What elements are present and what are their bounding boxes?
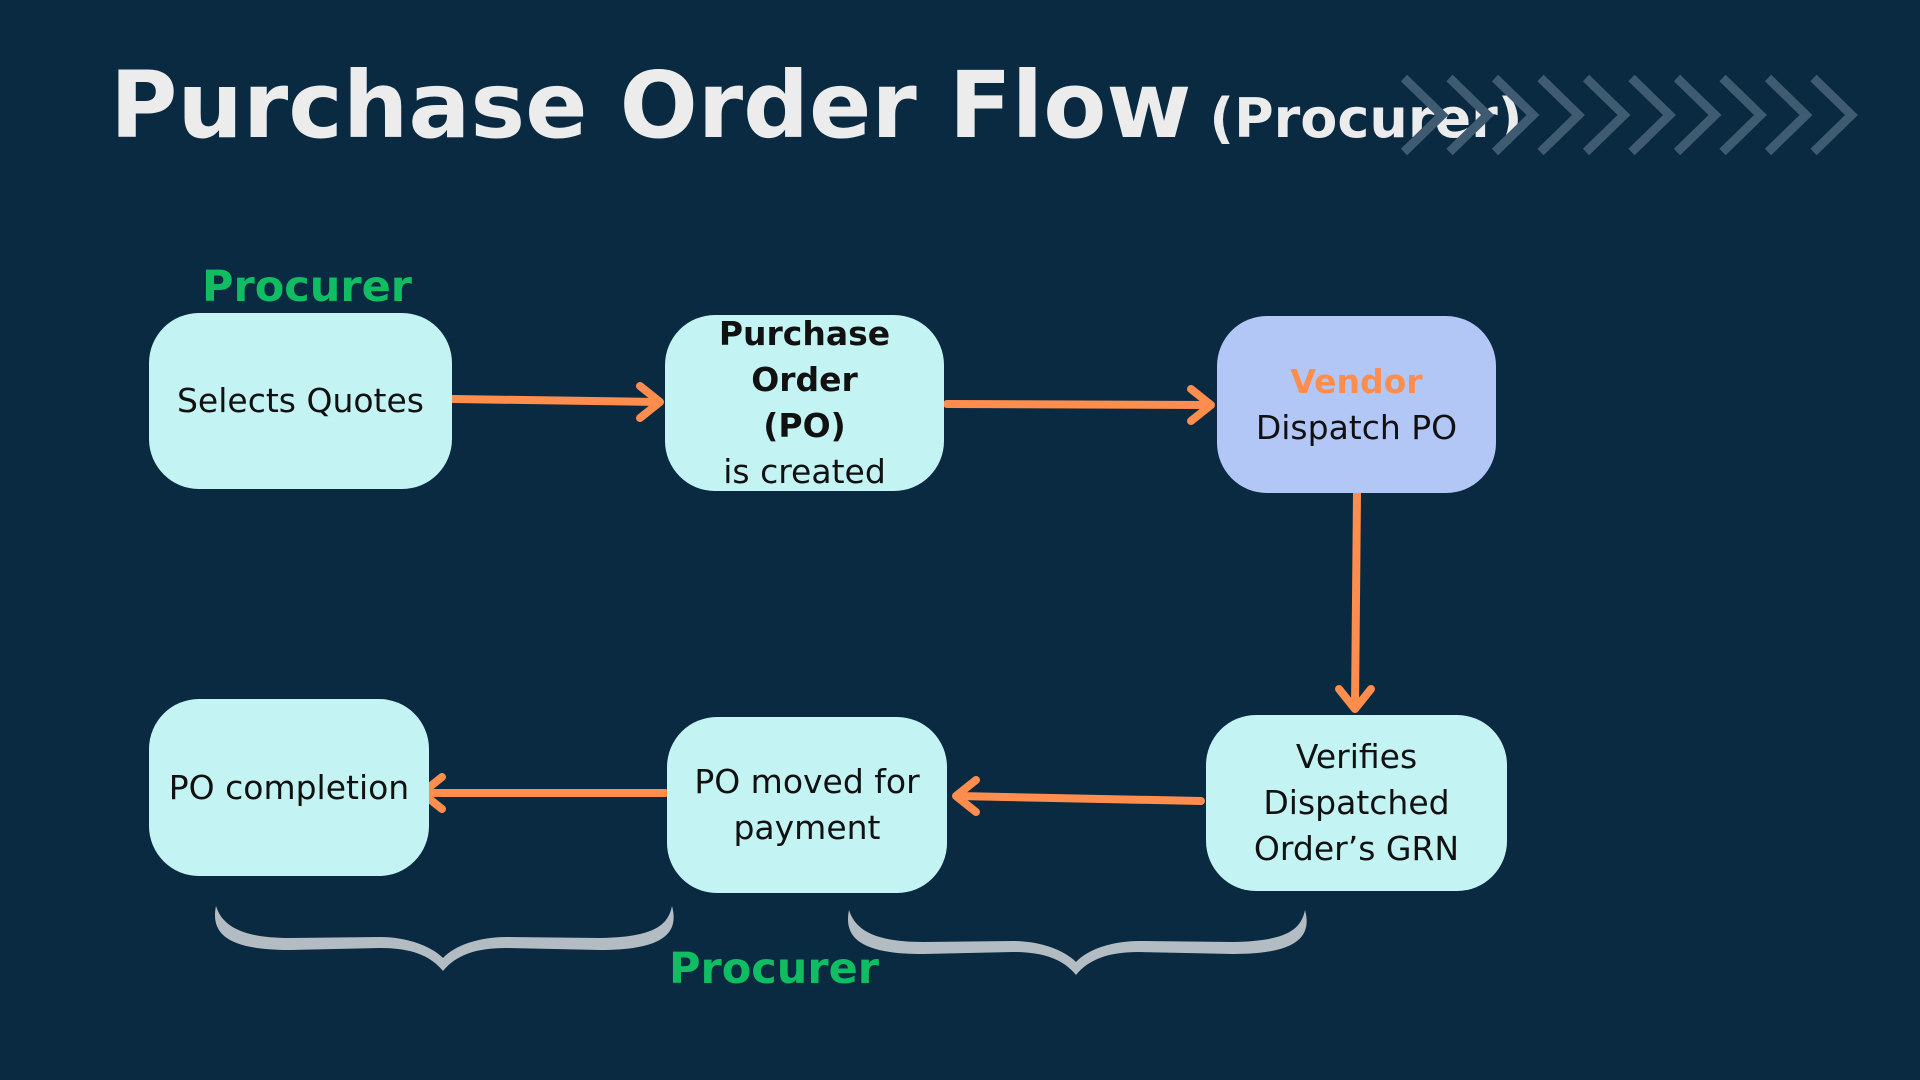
step-text: Verifies xyxy=(1295,737,1418,776)
chevron-icon xyxy=(1673,74,1722,156)
step-text: payment xyxy=(733,808,881,847)
step-po-completion: PO completion xyxy=(149,699,429,876)
step-po-created: Purchase Order (PO) is created xyxy=(665,314,944,491)
step-moved-for-payment: PO moved for payment xyxy=(667,717,947,893)
chevron-icon xyxy=(1628,74,1676,156)
chevron-decoration-icon xyxy=(1400,74,1858,156)
step-text: Order’s GRN xyxy=(1253,829,1460,868)
brace-left xyxy=(214,906,674,971)
vendor-role: Vendor xyxy=(1290,361,1423,401)
step-text: PO moved for xyxy=(694,762,920,801)
step-bold: (PO) xyxy=(763,406,846,445)
braces xyxy=(214,906,1307,975)
step-text: Selects Quotes xyxy=(176,381,424,420)
step-text: Dispatched xyxy=(1263,783,1450,822)
arrow-po-to-vendor xyxy=(943,385,1215,425)
arrow-verify-to-payment xyxy=(952,776,1205,816)
title-main: Purchase Order Flow xyxy=(110,52,1192,159)
step-bold: Purchase Order xyxy=(718,314,891,399)
chevron-icon xyxy=(1491,74,1540,156)
step-text: PO completion xyxy=(168,767,410,807)
brace-right xyxy=(847,910,1307,975)
step-text: Dispatch PO xyxy=(1255,407,1458,447)
procurer-label-top: Procurer xyxy=(202,262,412,312)
chevron-icon xyxy=(1719,74,1767,156)
procurer-label-bottom: Procurer xyxy=(669,944,879,994)
chevron-icon xyxy=(1582,74,1631,156)
arrow-vendor-to-verify xyxy=(1335,489,1375,713)
step-text: is created xyxy=(723,452,886,491)
chevron-icon xyxy=(1537,74,1585,156)
arrow-payment-to-completion xyxy=(418,773,669,813)
chevron-icon xyxy=(1810,74,1858,156)
chevron-icon xyxy=(1446,74,1494,156)
chevron-icon xyxy=(1764,74,1813,156)
step-selects-quotes: Selects Quotes xyxy=(149,313,452,489)
arrow-quotes-to-po xyxy=(449,382,664,422)
chevron-icon xyxy=(1400,74,1449,156)
